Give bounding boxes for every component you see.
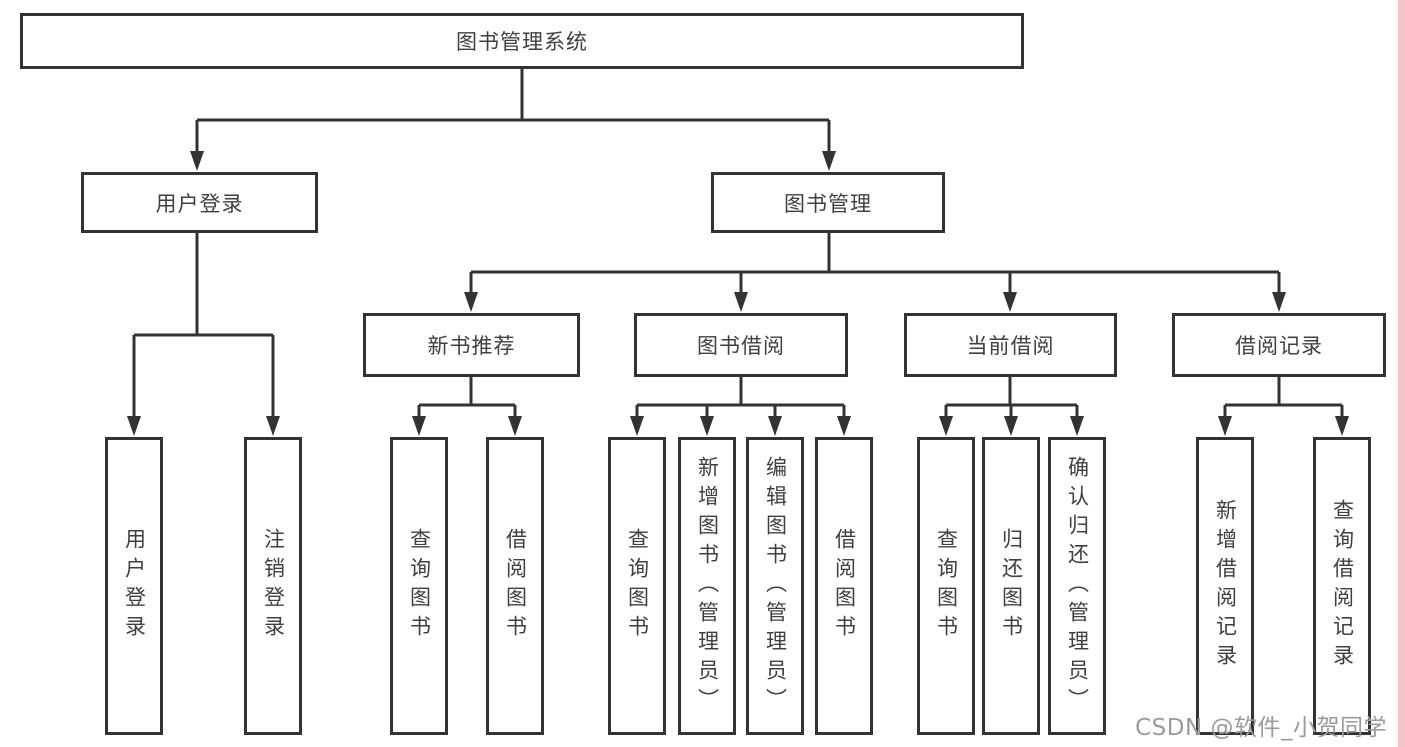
leaf-query-borrow-record: 查询借阅记录 [1313, 437, 1371, 735]
node-label: 新增图书（管理员） [695, 455, 720, 717]
node-label: 注销登录 [261, 528, 286, 644]
node-current-borrowing: 当前借阅 [904, 313, 1117, 377]
leaf-user-login: 用户登录 [105, 437, 163, 735]
node-label: 图书管理系统 [456, 30, 588, 54]
leaf-query-books-borrowing: 查询图书 [608, 437, 666, 735]
leaf-add-books-admin: 新增图书（管理员） [678, 437, 736, 735]
node-new-book-recommendation: 新书推荐 [363, 313, 580, 377]
leaf-borrow-books-borrowing: 借阅图书 [815, 437, 873, 735]
node-label: 查询图书 [407, 528, 432, 644]
node-label: 编辑图书（管理员） [763, 455, 788, 717]
node-book-borrowing: 图书借阅 [634, 313, 848, 377]
leaf-confirm-return-admin: 确认归还（管理员） [1048, 437, 1106, 735]
leaf-edit-books-admin: 编辑图书（管理员） [746, 437, 804, 735]
node-label: 图书借阅 [697, 334, 785, 358]
leaf-query-books-recommend: 查询图书 [390, 437, 448, 735]
node-borrowing-records: 借阅记录 [1172, 313, 1386, 377]
node-label: 用户登录 [122, 528, 147, 644]
node-label: 查询借阅记录 [1330, 499, 1355, 673]
node-label: 确认归还（管理员） [1065, 455, 1090, 717]
leaf-return-books: 归还图书 [982, 437, 1040, 735]
leaf-query-books-current: 查询图书 [917, 437, 975, 735]
right-edge-strip [1398, 0, 1405, 747]
node-label: 查询图书 [625, 528, 650, 644]
node-user-login: 用户登录 [81, 172, 318, 233]
csdn-watermark: CSDN @软件_小贺同学 [1135, 715, 1387, 741]
node-label: 当前借阅 [966, 334, 1055, 358]
node-label: 新书推荐 [427, 334, 516, 358]
arrowheads [127, 151, 1349, 436]
node-label: 借阅记录 [1235, 334, 1323, 358]
node-label: 新增借阅记录 [1213, 499, 1238, 673]
leaf-logout: 注销登录 [244, 437, 302, 735]
node-label: 图书管理 [784, 191, 872, 216]
node-library-management-system: 图书管理系统 [20, 13, 1024, 69]
leaf-borrow-books-recommend: 借阅图书 [486, 437, 544, 735]
node-book-management: 图书管理 [711, 172, 945, 233]
node-label: 借阅图书 [503, 528, 528, 644]
node-label: 归还图书 [999, 528, 1024, 644]
node-label: 借阅图书 [832, 528, 857, 644]
node-label: 查询图书 [934, 528, 959, 644]
node-label: 用户登录 [155, 191, 244, 216]
leaf-add-borrow-record: 新增借阅记录 [1196, 437, 1254, 735]
